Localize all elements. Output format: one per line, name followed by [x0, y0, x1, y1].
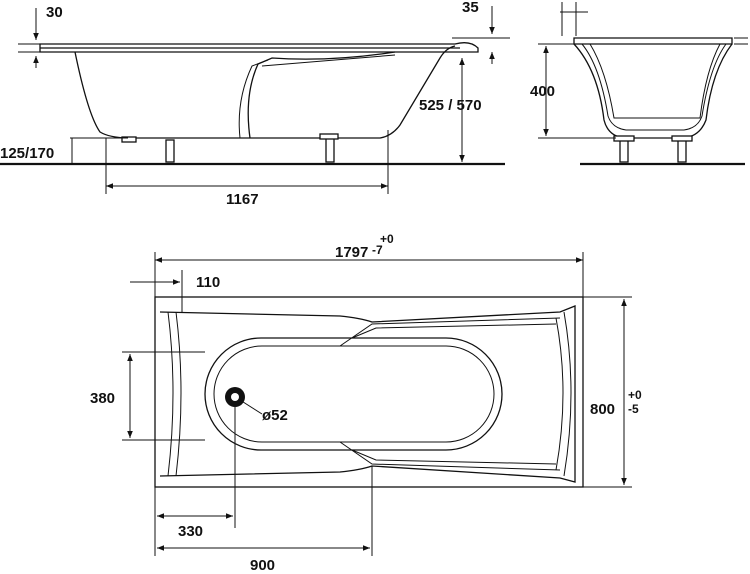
- end-view: [573, 37, 745, 166]
- dim-waist-position: 900: [250, 557, 275, 574]
- dim-length-tol-lower: -7: [372, 243, 383, 257]
- dim-bottom-width: 380: [90, 390, 115, 407]
- dim-flat-bottom-length: 1167: [226, 191, 259, 208]
- dim-width: 800: [590, 401, 615, 418]
- dim-drain-diameter: ø52: [262, 407, 288, 424]
- dim-length-tol-upper: +0: [380, 232, 394, 246]
- side-view: [0, 42, 505, 166]
- dim-height: 525 / 570: [419, 97, 482, 114]
- dim-drain-offset: 330: [178, 523, 203, 540]
- dim-rim-width: 110: [196, 274, 220, 291]
- dim-leg-height: 125/170: [0, 145, 54, 162]
- dim-length: 1797: [335, 244, 368, 261]
- top-view-dimensions: [122, 252, 632, 556]
- side-view-dimensions: [18, 6, 510, 194]
- dim-width-tol-lower: -5: [628, 402, 639, 416]
- dim-rim-thickness: 30: [46, 4, 63, 21]
- dim-inner-depth: 400: [530, 83, 555, 100]
- end-view-dimensions: [538, 2, 748, 139]
- dim-width-tol-upper: +0: [628, 388, 642, 402]
- top-view: [154, 296, 584, 488]
- dim-rim-edge: 35: [462, 0, 479, 16]
